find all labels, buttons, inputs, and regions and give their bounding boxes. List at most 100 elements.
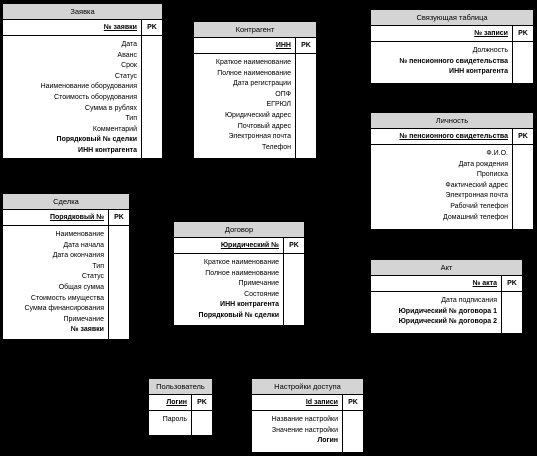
- attribute: Статус: [81, 273, 104, 281]
- key-marker-column: [109, 226, 129, 339]
- key-marker-column: [513, 42, 533, 83]
- pk-marker: PK: [197, 399, 207, 406]
- entity-title: Связующая таблица: [371, 10, 533, 26]
- attribute: Состояние: [244, 290, 279, 298]
- key-marker-column: [343, 411, 363, 452]
- key-marker-column: [296, 54, 316, 158]
- primary-key-row: ИНН PK: [194, 38, 316, 54]
- attribute: Название настройки: [271, 416, 338, 423]
- primary-key-field: Порядковый №: [3, 210, 109, 225]
- attribute: Почтовый адрес: [237, 122, 291, 130]
- pk-marker: PK: [114, 214, 124, 221]
- foreign-key-attribute: № пенсионного свидетельства: [399, 57, 508, 65]
- key-marker-column: [192, 411, 212, 435]
- primary-key-field: № записи: [371, 26, 513, 41]
- foreign-key-attribute: № заявки: [70, 326, 104, 334]
- entity-title: Сделка: [3, 194, 129, 210]
- attribute-section: Пароль: [149, 411, 212, 435]
- primary-key-row: Порядковый № PK: [3, 210, 129, 226]
- pk-marker: PK: [147, 24, 157, 31]
- attribute: Дата начала: [63, 241, 104, 249]
- attribute: Домашний телефон: [443, 213, 508, 221]
- pk-marker: PK: [348, 399, 358, 406]
- attribute: Дата рождения: [458, 160, 508, 168]
- primary-key-field: ИНН: [194, 38, 296, 53]
- attribute: Срок: [121, 62, 137, 70]
- foreign-key-attribute: ИНН контрагента: [220, 301, 279, 309]
- attribute: Тип: [125, 115, 137, 123]
- primary-key-row: № акта PK: [371, 276, 522, 292]
- foreign-key-attribute: Юридический № договора 2: [398, 318, 497, 326]
- foreign-key-attribute: ИНН контрагента: [78, 146, 137, 154]
- attribute: Краткое наименование: [215, 59, 291, 66]
- pk-marker: PK: [518, 133, 528, 140]
- entity-title: Заявка: [3, 4, 162, 20]
- entity-title: Пользователь: [149, 379, 212, 395]
- attribute: Электронная почта: [228, 133, 291, 141]
- attribute: Наименование: [55, 231, 104, 238]
- attribute: Юридический адрес: [224, 111, 291, 119]
- primary-key-field: Id записи: [252, 395, 343, 410]
- attribute: Полное наименование: [205, 269, 279, 277]
- attribute: Должность: [472, 47, 508, 54]
- attribute: Тип: [92, 262, 104, 270]
- foreign-key-attribute: Порядковый № сделки: [56, 136, 137, 144]
- attribute-list: Пароль: [149, 411, 192, 435]
- primary-key-field: Логин: [149, 395, 192, 410]
- attribute: Примечание: [63, 315, 104, 323]
- attribute: Аванс: [117, 51, 137, 59]
- primary-key-field: № акта: [371, 276, 502, 291]
- foreign-key-attribute: ИНН контрагента: [449, 68, 508, 76]
- attribute: Статус: [114, 72, 137, 80]
- attribute: Дата: [121, 41, 137, 48]
- attribute: Примечание: [238, 280, 279, 288]
- foreign-key-attribute: Порядковый № сделки: [198, 311, 279, 319]
- key-marker-column: [284, 254, 304, 325]
- key-marker-column: [513, 145, 533, 229]
- pk-marker: PK: [301, 42, 311, 49]
- primary-key-row: № записи PK: [371, 26, 533, 42]
- attribute: Значение настройки: [271, 426, 338, 434]
- primary-key-row: Id записи PK: [252, 395, 363, 411]
- attribute: Стоимость имущества: [30, 294, 104, 302]
- key-marker-column: [502, 292, 522, 333]
- entity-title: Настройки доступа: [252, 379, 363, 395]
- attribute: Полное наименование: [217, 69, 291, 77]
- attribute: Сумма в рублях: [84, 104, 137, 112]
- attribute: Пароль: [162, 416, 187, 423]
- primary-key-field: Юридический №: [174, 238, 284, 253]
- pk-marker: PK: [518, 30, 528, 37]
- attribute: Стоимость оборудования: [54, 93, 137, 101]
- attribute: Телефон: [261, 143, 291, 151]
- key-marker-column: [142, 36, 162, 158]
- attribute: Электронная почта: [445, 192, 508, 200]
- entity-title: Контрагент: [194, 22, 316, 38]
- pk-marker: PK: [507, 280, 517, 287]
- attribute: Фактический адрес: [445, 181, 508, 189]
